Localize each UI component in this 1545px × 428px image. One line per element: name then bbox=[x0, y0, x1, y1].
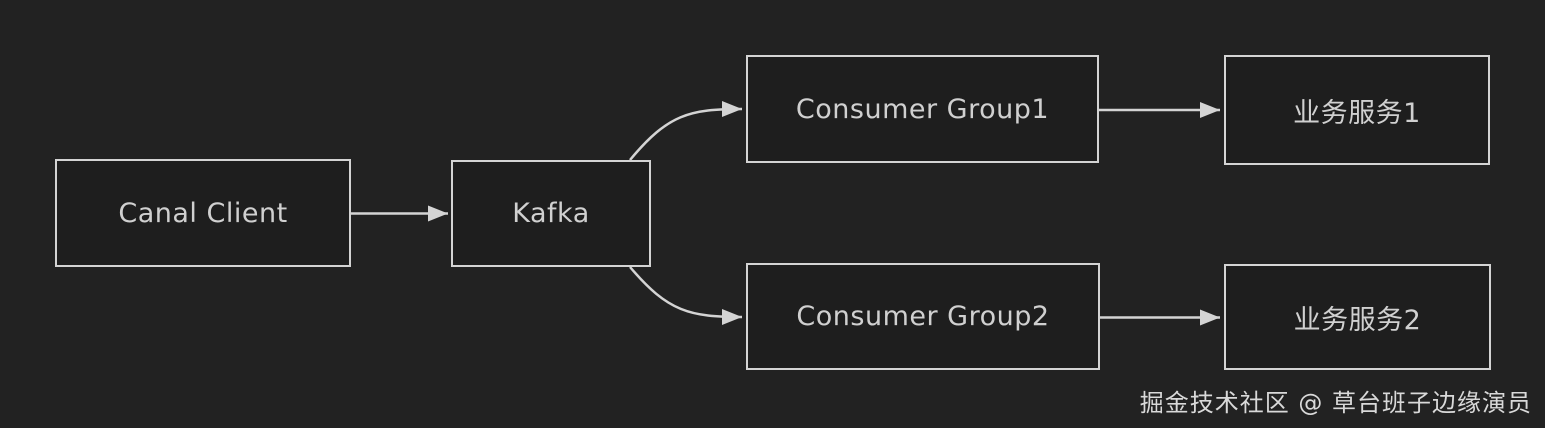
watermark: 掘金技术社区 @ 草台班子边缘演员 bbox=[1139, 389, 1532, 417]
node-consumer-group2-label: Consumer Group2 bbox=[796, 301, 1050, 332]
node-service1: 业务服务1 bbox=[1224, 55, 1490, 165]
node-consumer-group1: Consumer Group1 bbox=[746, 55, 1099, 163]
node-kafka-label: Kafka bbox=[512, 198, 590, 229]
node-service2-label: 业务服务2 bbox=[1293, 304, 1422, 336]
edge-kafka-to-consumer-group2 bbox=[629, 266, 743, 325]
node-service1-label: 业务服务1 bbox=[1293, 97, 1421, 129]
node-canal-client: Canal Client bbox=[55, 159, 351, 267]
node-kafka: Kafka bbox=[451, 160, 651, 267]
node-consumer-group2: Consumer Group2 bbox=[746, 263, 1100, 370]
node-consumer-group1-label: Consumer Group1 bbox=[795, 93, 1050, 125]
edge-kafka-to-consumer-group1 bbox=[629, 101, 743, 161]
node-service2: 业务服务2 bbox=[1224, 264, 1491, 370]
node-canal-client-label: Canal Client bbox=[118, 197, 288, 229]
